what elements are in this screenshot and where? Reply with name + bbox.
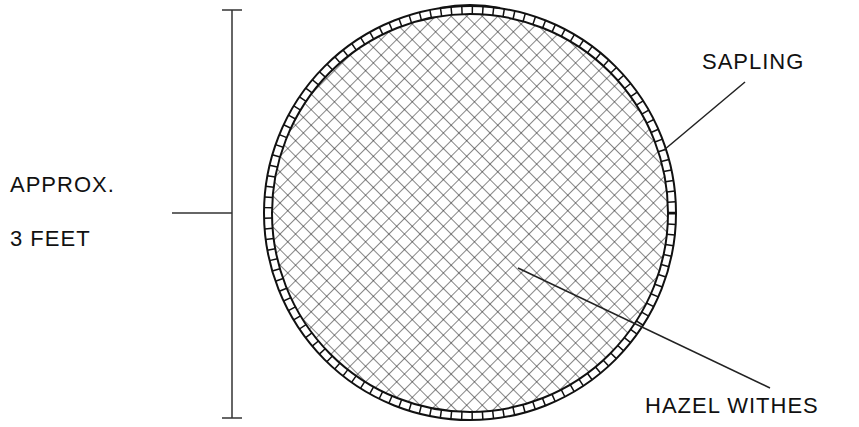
part-label: SAPLING (702, 48, 804, 76)
hazel-withes (260, 0, 680, 427)
dimension-line (172, 10, 242, 418)
part-label: HAZEL WITHES (645, 392, 819, 420)
dimension-label: APPROX. 3 FEET (10, 158, 122, 266)
sapling-rim (264, 5, 676, 420)
leader-lines (518, 82, 770, 388)
